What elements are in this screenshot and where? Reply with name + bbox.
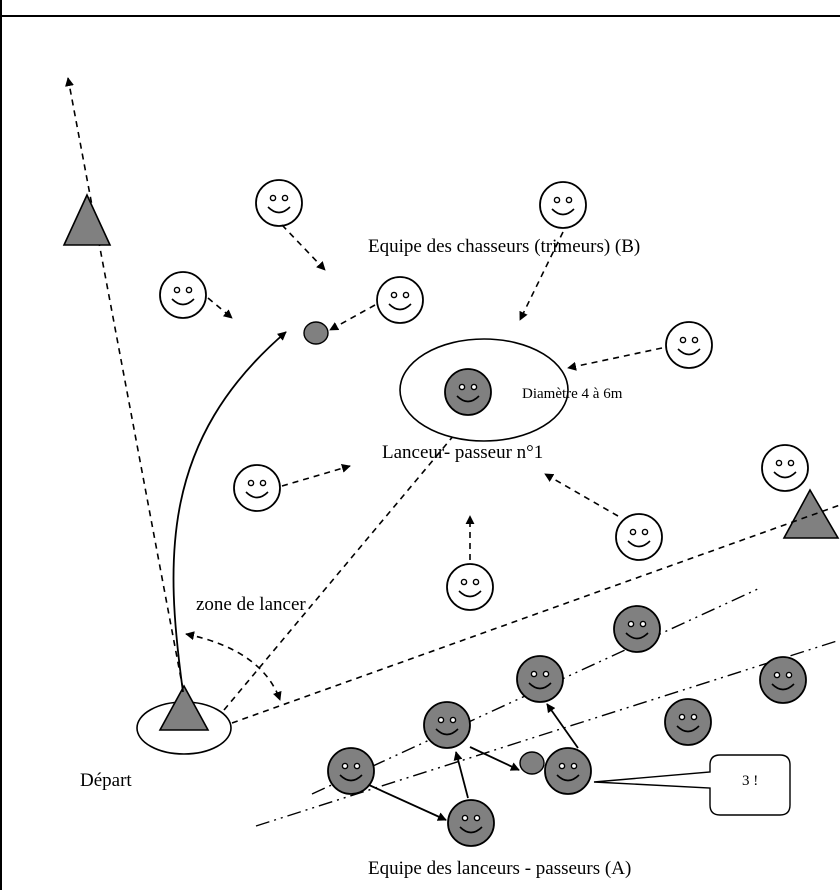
team-a-line-lower [255,639,840,827]
hunter-face-6 [233,464,281,512]
cone-top-left [62,193,112,246]
pass-arrows [368,703,579,821]
hunter-face-5 [665,321,713,369]
throw-zone-arc-arrow [185,631,282,701]
passer-face-4 [664,698,712,746]
ball-team-a-icon [519,751,545,775]
runner-path-arrow [65,77,186,701]
hunter-face-4 [376,276,424,324]
hunter-arrows [207,224,663,560]
start-to-thrower-arrow [223,415,471,711]
hunter-face-9 [446,563,494,611]
cone-right [782,488,840,539]
callout-text: 3 ! [742,773,758,789]
ball-trajectory-arrow [172,331,287,693]
throw-zone-label: zone de lancer [196,594,306,615]
passer-face-1 [613,605,661,653]
passer-face-2 [516,655,564,703]
hunter-face-2 [539,181,587,229]
thrower-label: Lanceur- passeur n°1 [382,442,543,463]
passer-face-5 [423,701,471,749]
diameter-label: Diamètre 4 à 6m [522,386,623,402]
callout-bubble [593,754,791,816]
start-label: Départ [80,770,132,791]
thrower-face [444,368,492,416]
cone-start [158,684,210,731]
passer-face-6 [327,747,375,795]
team-a-label: Equipe des lanceurs - passeurs (A) [368,858,631,879]
team-b-label: Equipe des chasseurs (trimeurs) (B) [368,236,640,257]
hunter-face-8 [615,513,663,561]
passer-face-3 [759,656,807,704]
boundary-dashed-line [231,504,840,724]
ball-icon [303,321,329,345]
hunter-face-7 [761,444,809,492]
passer-face-8 [447,799,495,847]
passer-face-7 [544,747,592,795]
hunter-face-3 [159,271,207,319]
hunter-face-1 [255,179,303,227]
